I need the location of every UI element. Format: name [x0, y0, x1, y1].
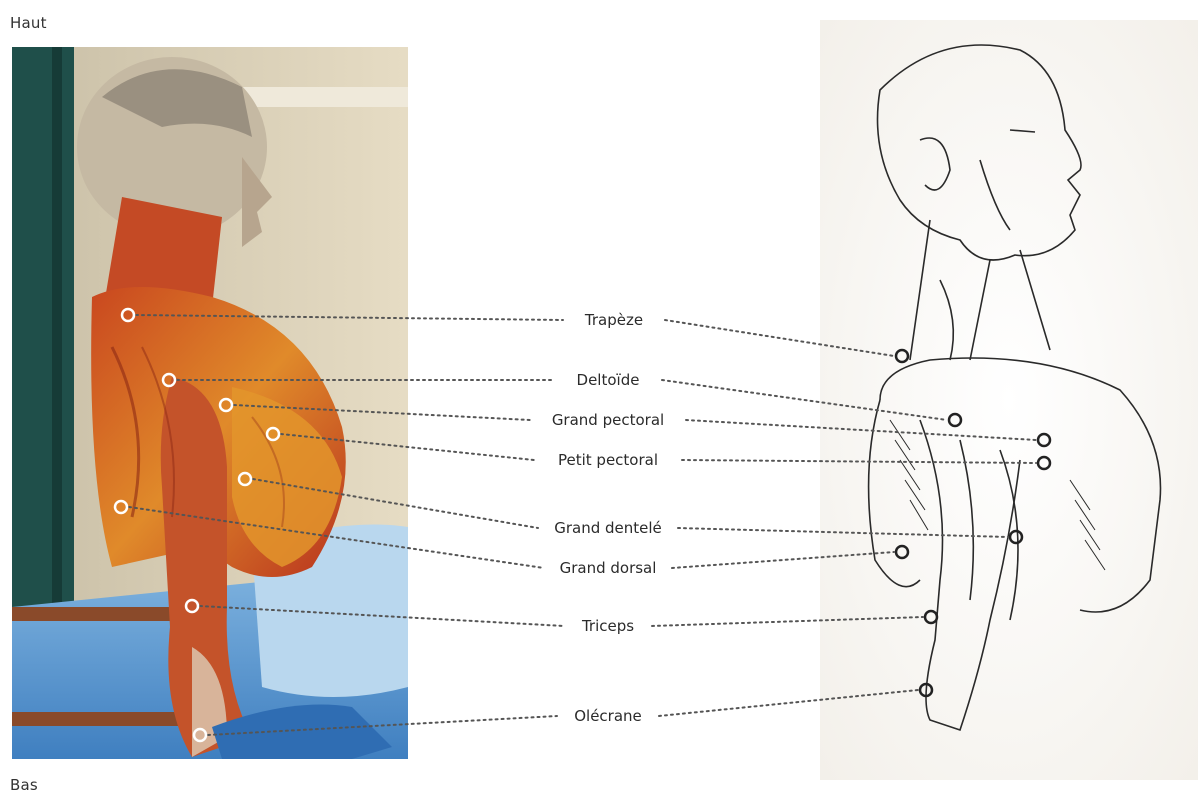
muscle-label-olecrane: Olécrane — [571, 707, 645, 725]
dissection-photo — [12, 47, 408, 759]
paper-background — [820, 20, 1198, 780]
muscle-label-petit-pectoral: Petit pectoral — [555, 451, 661, 469]
muscle-label-grand-dentele: Grand dentelé — [551, 519, 665, 537]
muscle-label-triceps: Triceps — [579, 617, 637, 635]
top-orientation-label: Haut — [10, 14, 47, 32]
bottom-orientation-label: Bas — [10, 776, 38, 794]
muscle-label-trapeze: Trapèze — [582, 311, 646, 329]
curtain — [12, 47, 74, 607]
muscle-label-deltoide: Deltoïde — [574, 371, 643, 389]
muscle-label-grand-dorsal: Grand dorsal — [557, 559, 660, 577]
anatomical-sketch — [820, 20, 1198, 780]
muscle-label-grand-pectoral: Grand pectoral — [549, 411, 667, 429]
